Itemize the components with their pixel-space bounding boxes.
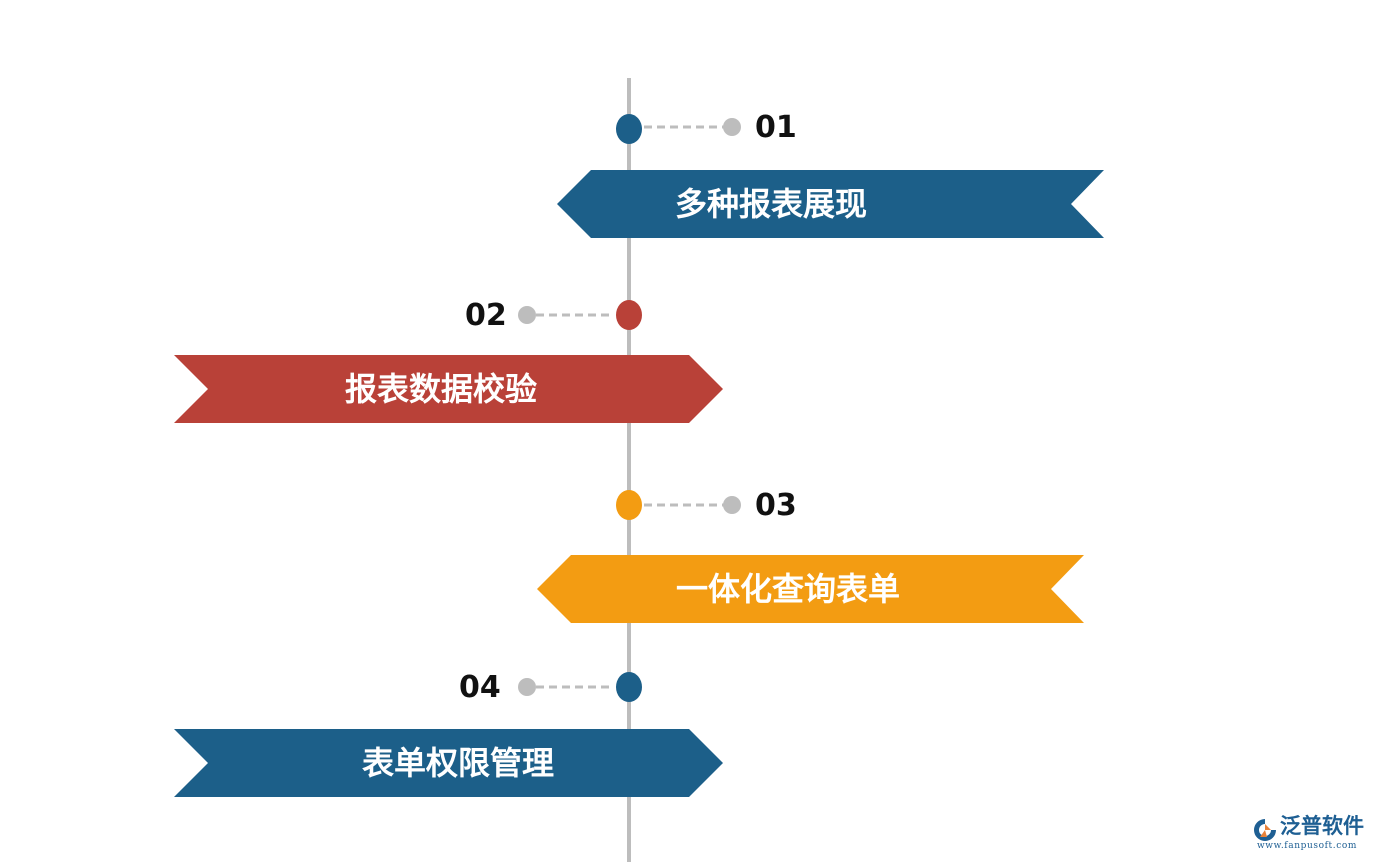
- banner-shape: [537, 555, 1084, 623]
- logo-name: 泛普软件: [1280, 814, 1364, 838]
- step-label: 表单权限管理: [361, 744, 555, 782]
- logo-url: www.fanpusoft.com: [1257, 841, 1357, 851]
- banner-shape: [174, 355, 723, 423]
- connector-end-dot: [518, 678, 536, 696]
- fanpu-logo-icon: [1254, 819, 1276, 841]
- connector-end-dot: [518, 306, 536, 324]
- step-label: 一体化查询表单: [675, 570, 901, 608]
- connector-end-dot: [723, 118, 741, 136]
- brand-logo: 泛普软件 www.fanpusoft.com: [1253, 814, 1379, 856]
- banner-shape: [174, 729, 723, 797]
- timeline-node: [616, 114, 642, 144]
- step-number: 03: [755, 488, 797, 523]
- timeline-node: [616, 490, 642, 520]
- step-label: 多种报表展现: [674, 185, 868, 223]
- banner-shape: [557, 170, 1104, 238]
- timeline-node: [616, 300, 642, 330]
- step-number: 01: [755, 110, 797, 145]
- timeline-node: [616, 672, 642, 702]
- step-number: 04: [459, 670, 501, 705]
- connector-end-dot: [723, 496, 741, 514]
- step-number: 02: [465, 298, 507, 333]
- step-label: 报表数据校验: [344, 370, 538, 408]
